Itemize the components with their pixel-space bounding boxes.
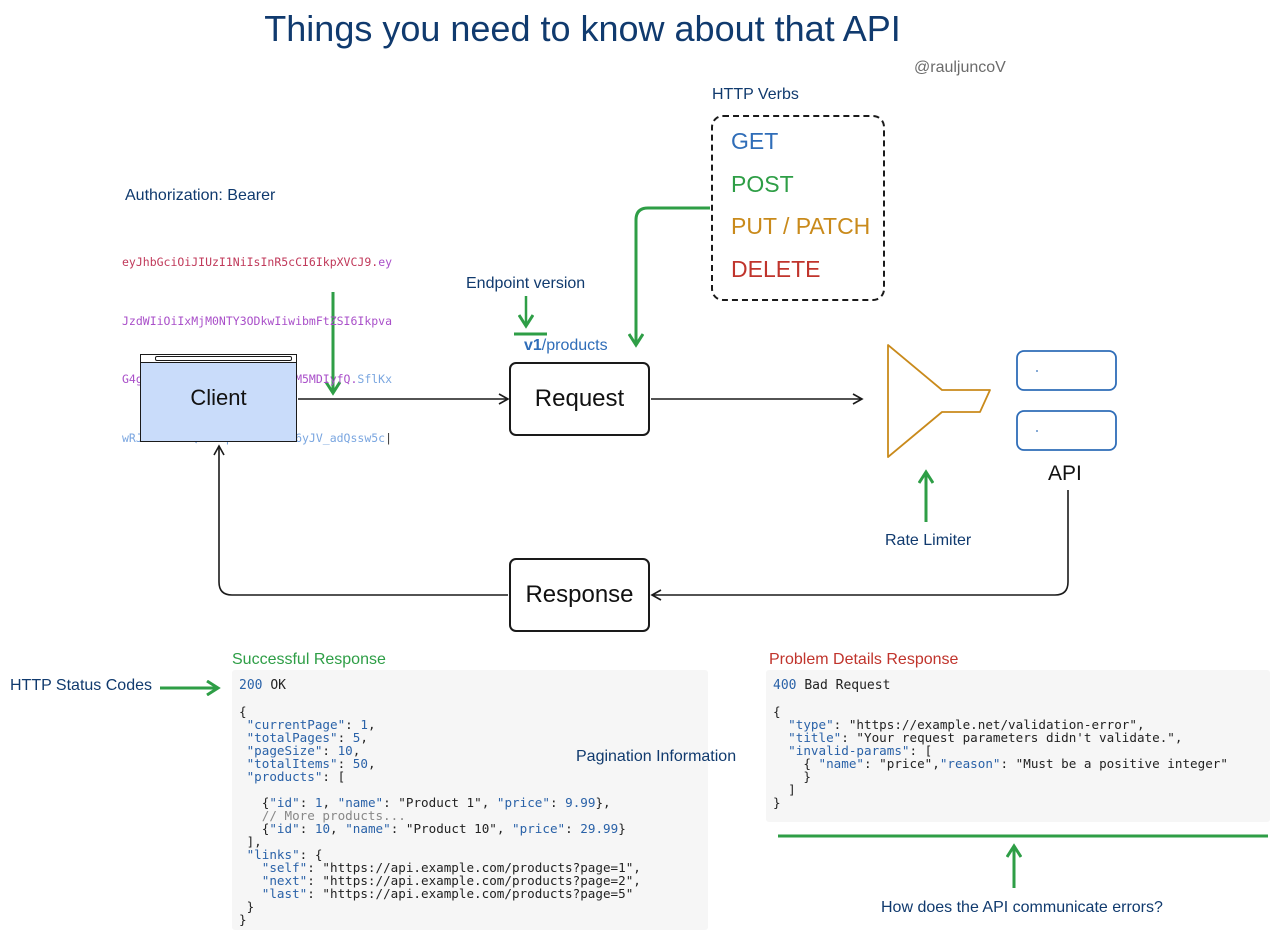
client-titlebar — [141, 355, 296, 363]
code-line: ] — [773, 782, 796, 797]
successful-response-code: 200 OK { "currentPage": 1, "totalPages":… — [232, 670, 708, 930]
verb-get: GET — [731, 128, 779, 154]
problem-details-code: 400 Bad Request { "type": "https://examp… — [766, 670, 1270, 822]
code-line: "links": { — [246, 847, 323, 862]
verbs-arrow — [636, 206, 710, 345]
http-verbs-label: HTTP Verbs — [712, 86, 799, 103]
endpoint-path: v1/products — [524, 337, 608, 355]
code-line: "title": "Your request parameters didn't… — [788, 730, 1183, 745]
rate-limiter-label: Rate Limiter — [885, 532, 972, 549]
code-line: "next": "https://api.example.com/product… — [261, 873, 641, 888]
api-server-icon — [1016, 410, 1117, 451]
code-line: {"id": 1, "name": "Product 1", "price": … — [239, 795, 611, 810]
token-line: JzdWIiOiIxMjM0NTY3ODkwIiwibmFtZSI6Ikpva — [122, 313, 393, 328]
successful-response-label: Successful Response — [232, 651, 386, 668]
response-box: Response — [509, 558, 650, 632]
client-window: Client — [140, 354, 297, 442]
code-line: "type": "https://example.net/validation-… — [788, 717, 1145, 732]
api-server-icon — [1016, 350, 1117, 391]
code-line: "invalid-params": [ — [788, 743, 933, 758]
code-line: { "name": "price","reason": "Must be a p… — [773, 756, 1228, 771]
code-line: "totalItems": 50, — [246, 756, 376, 771]
problem-body: { "type": "https://example.net/validatio… — [773, 705, 1228, 809]
code-line: "self": "https://api.example.com/product… — [261, 860, 641, 875]
api-to-response-arrow — [650, 490, 1069, 601]
endpoint-version: v1 — [524, 337, 542, 354]
verb-put-patch: PUT / PATCH — [731, 213, 871, 239]
verb-delete: DELETE — [731, 256, 821, 282]
code-line: "last": "https://api.example.com/product… — [261, 886, 634, 901]
code-line: // More products... — [239, 808, 406, 823]
code-line: { — [773, 704, 781, 719]
page-title: Things you need to know about that API — [264, 8, 901, 49]
code-line: } — [773, 769, 811, 784]
request-box: Request — [509, 362, 650, 436]
code-line: } — [239, 912, 247, 927]
endpoint-resource: /products — [541, 337, 608, 354]
code-line: {"id": 10, "name": "Product 10", "price"… — [239, 821, 626, 836]
code-line: { — [239, 704, 247, 719]
response-to-client-arrow — [213, 444, 508, 596]
success-status-line: 200 OK — [239, 678, 286, 693]
authorization-label: Authorization: Bearer — [125, 187, 276, 204]
endpoint-version-label: Endpoint version — [466, 275, 586, 292]
pagination-label: Pagination Information — [576, 748, 737, 765]
problem-status-line: 400 Bad Request — [773, 678, 891, 693]
verb-post: POST — [731, 171, 794, 197]
code-line: } — [239, 899, 255, 914]
code-line: "currentPage": 1, — [246, 717, 376, 732]
success-body: { "currentPage": 1, "totalPages": 5, "pa… — [239, 705, 641, 926]
author-handle: @rauljuncoV — [914, 59, 1006, 76]
code-line: "totalPages": 5, — [246, 730, 368, 745]
errors-question: How does the API communicate errors? — [881, 899, 1163, 916]
client-label: Client — [190, 385, 247, 410]
problem-details-label: Problem Details Response — [769, 651, 959, 668]
code-line: } — [773, 795, 781, 810]
http-status-codes-label: HTTP Status Codes — [10, 677, 152, 694]
rate-limiter-funnel-icon — [887, 344, 991, 458]
api-label: API — [1048, 462, 1082, 485]
http-verbs-box: GET POST PUT / PATCH DELETE — [711, 115, 885, 301]
token-line: eyJhbGciOiJIUzI1NiIsInR5cCI6IkpXVCJ9.ey — [122, 255, 393, 269]
code-line: "products": [ — [246, 769, 346, 784]
code-line: "pageSize": 10, — [246, 743, 361, 758]
code-line: ], — [239, 834, 262, 849]
